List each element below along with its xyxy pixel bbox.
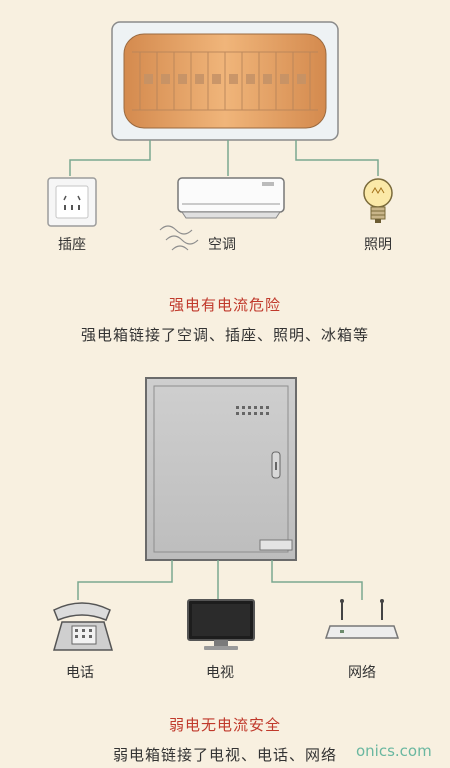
strong-title: 强电有电流危险 [168,296,281,314]
label-lighting: 照明 [364,237,392,253]
breaker-panel [111,21,339,141]
air-flow-icon [159,225,199,251]
label-phone: 电话 [66,665,94,681]
label-network: 网络 [348,665,376,681]
label-aircon: 空调 [208,237,236,253]
weak-description: 弱电箱链接了电视、电话、网络 [112,746,337,764]
weak-title: 弱电无电流安全 [168,716,281,734]
telephone-icon [53,602,113,651]
socket-icon [47,177,97,227]
router-icon [324,599,400,639]
light-bulb-icon [363,178,393,223]
label-socket: 插座 [58,237,86,253]
strong-description: 强电箱链接了空调、插座、照明、冰箱等 [80,326,369,344]
label-tv: 电视 [206,665,234,681]
television-icon [187,599,255,650]
weak-connection-lines [77,560,363,600]
strong-connection-lines [69,140,379,176]
watermark: onics.com [356,742,432,760]
air-conditioner-icon [159,177,285,251]
weak-cabinet [145,377,297,561]
